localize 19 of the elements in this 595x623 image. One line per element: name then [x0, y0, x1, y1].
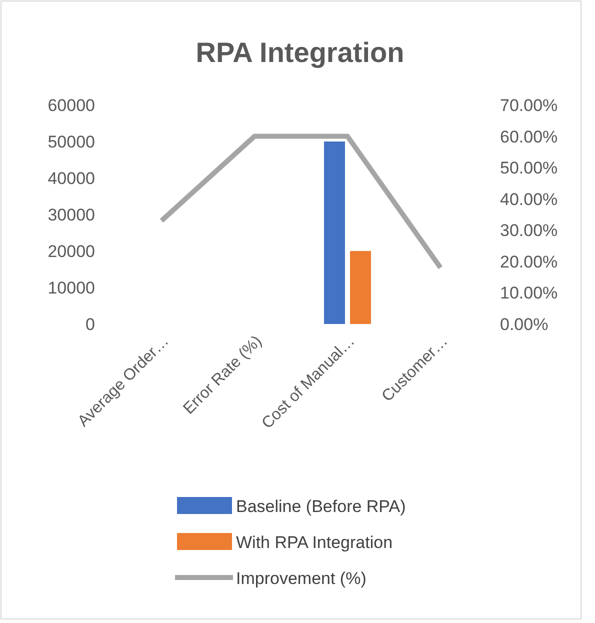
chart-title: RPA Integration [196, 37, 404, 68]
axis-tick-label: 30.00% [500, 221, 558, 240]
axis-tick-label: 30000 [48, 206, 95, 224]
axis-tick-label: 10.00% [500, 284, 558, 303]
axis-tick-label: 50000 [48, 132, 95, 152]
axis-tick-label: 20.00% [500, 252, 558, 272]
legend-label: Improvement (%) [236, 569, 366, 588]
legend-label: With RPA Integration [236, 533, 393, 552]
axis-tick-label: 70.00% [500, 96, 558, 115]
axis-tick-label: 10000 [48, 278, 95, 298]
axis-tick-label: 0.00% [500, 315, 548, 334]
axis-tick-label: 60.00% [500, 127, 558, 146]
axis-tick-label: 60000 [48, 96, 95, 115]
axis-tick-label: 40.00% [500, 190, 558, 209]
legend-label: Baseline (Before RPA) [236, 497, 406, 516]
axis-tick-label: 20000 [48, 242, 95, 261]
axis-tick-label: 40000 [48, 169, 95, 188]
axis-tick-label: 0 [86, 315, 95, 334]
axis-tick-label: 50.00% [500, 158, 558, 178]
